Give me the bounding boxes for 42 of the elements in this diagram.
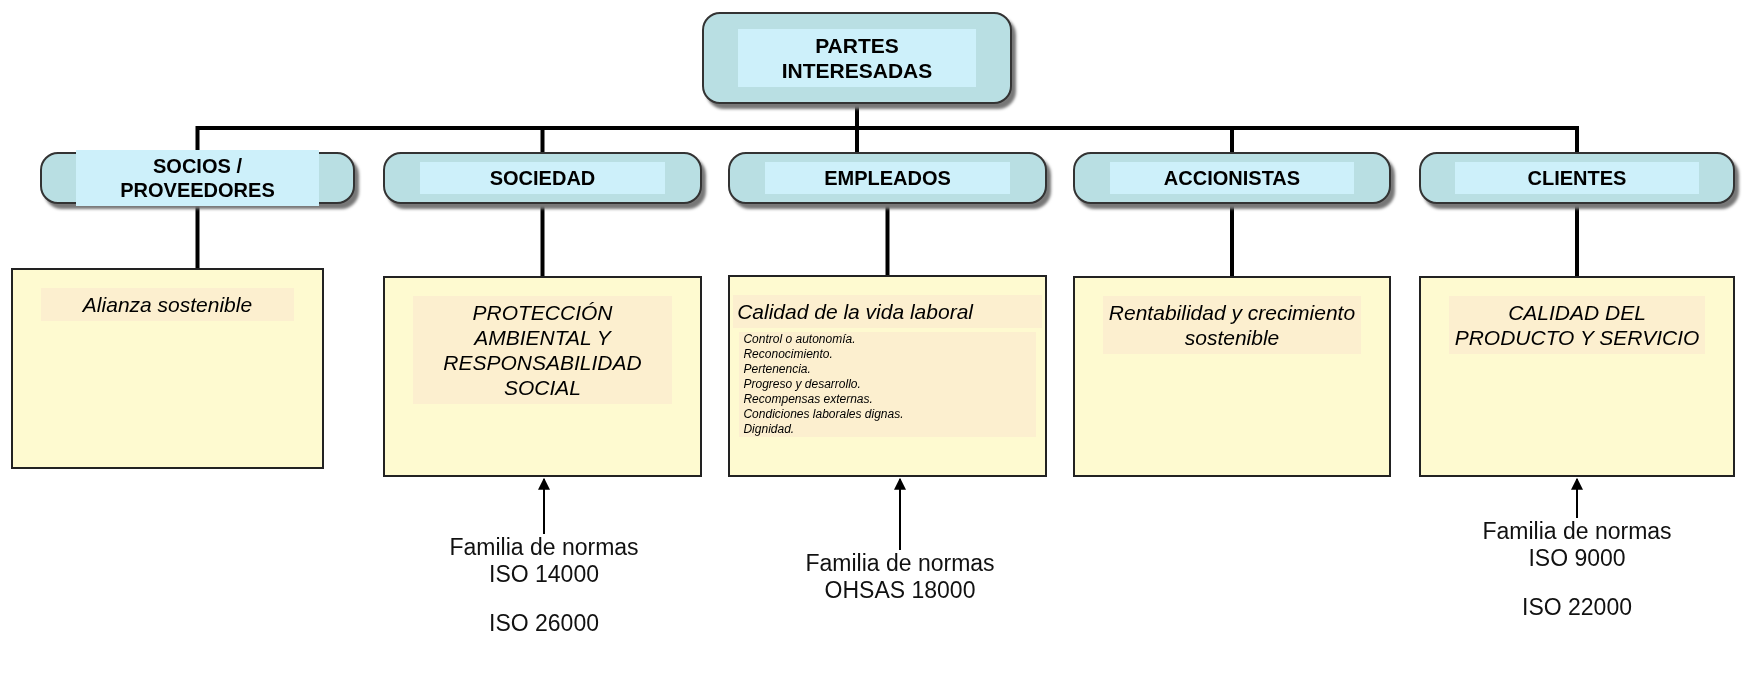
standard-text: ISO 26000 <box>489 610 599 637</box>
box-title: SOCIOS / PROVEEDORES <box>76 150 319 206</box>
standard-text: Familia de normas ISO 14000 <box>448 534 640 588</box>
connector-line <box>540 204 545 276</box>
list-item: Recompensas externas. <box>739 392 1036 407</box>
connector-line <box>885 204 890 275</box>
category-box <box>728 152 1047 204</box>
connector-line <box>1575 204 1579 276</box>
list-item: Reconocimiento. <box>739 347 1036 362</box>
arrow <box>894 477 906 551</box>
box-title: ACCIONISTAS <box>1109 162 1355 194</box>
category-box <box>383 152 702 204</box>
connector-line <box>195 204 200 268</box>
category-box <box>40 152 355 204</box>
connector-line <box>1230 204 1234 276</box>
list-item: Progreso y desarrollo. <box>739 377 1036 392</box>
note-box <box>728 275 1047 477</box>
list-item: Dignidad. <box>739 422 1036 437</box>
box-title: EMPLEADOS <box>764 162 1011 194</box>
box-title: PARTES INTERESADAS <box>737 29 977 87</box>
title-box <box>702 12 1012 104</box>
box-text: CALIDAD DEL PRODUCTO Y SERVICIO <box>1449 296 1705 354</box>
standard-text: ISO 22000 <box>1522 594 1632 621</box>
list-item: Condiciones laborales dignas. <box>739 407 1036 422</box>
box-text: Rentabilidad y crecimiento sostenible <box>1103 296 1361 354</box>
box-text: Calidad de la vida laboral <box>733 295 1042 328</box>
box-text: Alianza sostenible <box>40 288 295 321</box>
list-item: Pertenencia. <box>739 362 1036 377</box>
category-box <box>1419 152 1735 204</box>
box-text: PROTECCIÓN AMBIENTAL Y RESPONSABILIDAD SOCIAL <box>413 296 672 404</box>
standard-text: Familia de normas ISO 9000 <box>1481 518 1673 572</box>
category-box <box>1073 152 1391 204</box>
note-box <box>383 276 702 477</box>
arrow <box>538 477 550 535</box>
note-box <box>1073 276 1391 477</box>
box-title: SOCIEDAD <box>419 162 666 194</box>
note-box <box>11 268 324 469</box>
arrow <box>1571 477 1583 519</box>
box-title: CLIENTES <box>1455 162 1699 194</box>
standard-text: Familia de normas OHSAS 18000 <box>804 550 996 604</box>
note-box <box>1419 276 1735 477</box>
list-item: Control o autonomía. <box>739 332 1036 347</box>
